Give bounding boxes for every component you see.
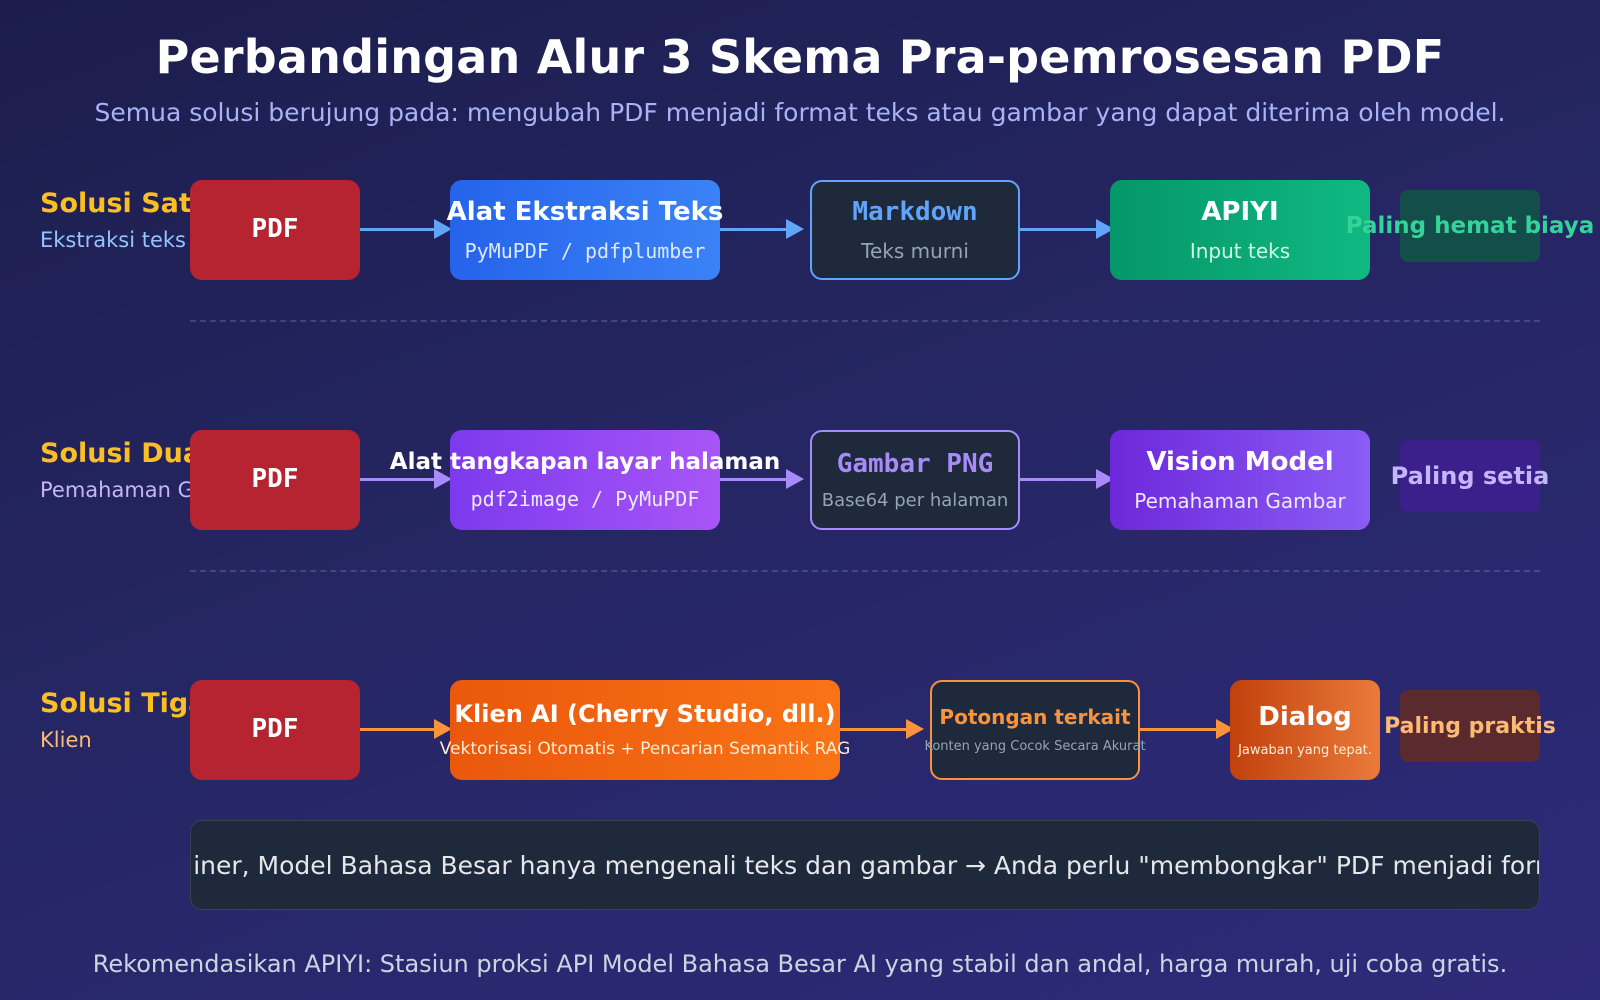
- solution-1-step-3: APIYI Input teks: [1110, 180, 1370, 280]
- solution-3-step-3: Dialog Jawaban yang tepat.: [1230, 680, 1380, 780]
- solution-3-step-2-sub: Konten yang Cocok Secara Akurat: [924, 739, 1146, 755]
- solution-1-pdf-box: PDF: [190, 180, 360, 280]
- solution-1-arrow-2: [720, 219, 804, 239]
- solution-3-tag-label: Paling praktis: [1384, 713, 1556, 739]
- solution-1-step-3-sub: Input teks: [1189, 238, 1291, 263]
- solution-3-step-1-sub: Vektorisasi Otomatis + Pencarian Semanti…: [439, 739, 851, 760]
- solution-3-arrow-2: [840, 719, 924, 739]
- solution-1-name: Solusi Satu: [40, 188, 211, 219]
- solution-1-tag-label: Paling hemat biaya: [1345, 213, 1595, 239]
- solution-1-arrow-3: [1020, 219, 1114, 239]
- solution-1-step-2-title: Markdown: [852, 197, 978, 228]
- solution-2-pdf-box: PDF: [190, 430, 360, 530]
- solution-3-step-3-sub: Jawaban yang tepat.: [1238, 742, 1372, 758]
- row-divider-1: [190, 320, 1540, 322]
- solution-1-step-1-title: Alat Ekstraksi Teks: [446, 197, 724, 228]
- footer-text: Rekomendasikan APIYI: Stasiun proksi API…: [92, 950, 1508, 978]
- solution-3-name: Solusi Tiga: [40, 688, 207, 719]
- solution-3-pdf-box: PDF: [190, 680, 360, 780]
- solution-1-step-1: Alat Ekstraksi Teks PyMuPDF / pdfplumber: [447, 180, 723, 280]
- solution-3-step-3-title: Dialog: [1258, 701, 1352, 732]
- solution-2-step-3-title: Vision Model: [1146, 447, 1334, 478]
- solution-2-arrow-1: [360, 469, 452, 489]
- solution-3-step-1-title: Klien AI (Cherry Studio, dll.): [454, 700, 836, 729]
- solution-2-step-2-title: Gambar PNG: [836, 448, 994, 479]
- solution-1-step-3-title: APIYI: [1201, 197, 1279, 228]
- solution-2-name: Solusi Dua: [40, 438, 202, 469]
- solution-2-step-1: Alat tangkapan layar halaman pdf2image /…: [390, 430, 780, 530]
- summary-note: PDF adalah format kontainer, Model Bahas…: [190, 820, 1540, 910]
- solution-3-step-1: Klien AI (Cherry Studio, dll.) Vektorisa…: [440, 680, 850, 780]
- solution-row-1: Solusi Satu Ekstraksi teks PDF Alat Ekst…: [0, 180, 1600, 280]
- page-subtitle: Semua solusi berujung pada: mengubah PDF…: [94, 98, 1506, 127]
- solution-2-step-2: Gambar PNG Base64 per halaman: [810, 430, 1020, 530]
- solution-2-pdf-label: PDF: [251, 464, 299, 495]
- solution-1-pdf-label: PDF: [251, 214, 299, 245]
- solution-2-arrow-2: [720, 469, 804, 489]
- solution-3-desc: Klien: [40, 728, 92, 752]
- row-divider-2: [190, 570, 1540, 572]
- page-title: Perbandingan Alur 3 Skema Pra-pemrosesan…: [155, 30, 1445, 84]
- solution-3-step-2: Potongan terkait Konten yang Cocok Secar…: [924, 680, 1146, 780]
- solution-3-step-2-title: Potongan terkait: [939, 705, 1131, 730]
- solution-2-tag-label: Paling setia: [1390, 462, 1550, 490]
- solution-1-step-2-sub: Teks murni: [861, 238, 969, 263]
- solution-2-arrow-3: [1020, 469, 1114, 489]
- solution-1-desc: Ekstraksi teks: [40, 228, 186, 252]
- solution-3-tag: Paling praktis: [1384, 690, 1556, 762]
- solution-2-step-1-title: Alat tangkapan layar halaman: [389, 449, 781, 476]
- solution-1-arrow-1: [360, 219, 452, 239]
- solution-2-step-2-sub: Base64 per halaman: [821, 489, 1009, 511]
- solution-1-tag: Paling hemat biaya: [1346, 190, 1594, 262]
- summary-note-text: PDF adalah format kontainer, Model Bahas…: [191, 850, 1539, 880]
- solution-1-step-2: Markdown Teks murni: [810, 180, 1020, 280]
- solution-1-step-1-sub: PyMuPDF / pdfplumber: [464, 238, 706, 263]
- solution-3-arrow-3: [1140, 719, 1234, 739]
- solution-2-step-3: Vision Model Pemahaman Gambar: [1110, 430, 1370, 530]
- solution-2-tag: Paling setia: [1391, 440, 1549, 512]
- solution-row-2: Solusi Dua Pemahaman Gambar PDF Alat tan…: [0, 430, 1600, 530]
- solution-3-pdf-label: PDF: [251, 714, 299, 745]
- solution-2-step-3-sub: Pemahaman Gambar: [1134, 488, 1346, 513]
- solution-3-arrow-1: [360, 719, 452, 739]
- solution-row-3: Solusi Tiga Klien PDF Klien AI (Cherry S…: [0, 680, 1600, 780]
- solution-2-step-1-sub: pdf2image / PyMuPDF: [470, 486, 700, 511]
